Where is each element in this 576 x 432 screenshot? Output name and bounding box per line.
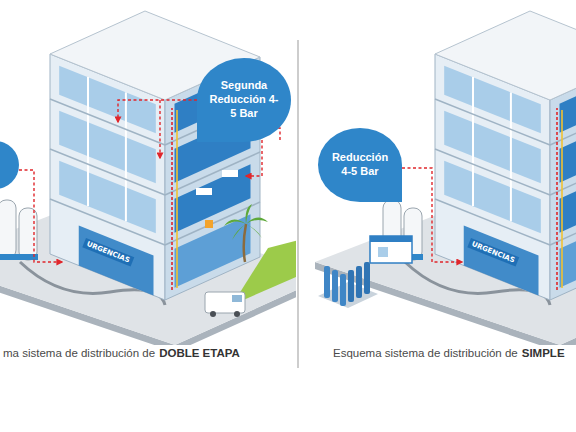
callout-text: Reducción 4-5 Bar: [330, 151, 390, 179]
right-panel: [315, 11, 576, 345]
cylinder-bank: [324, 266, 330, 298]
cylinder-bank: [340, 274, 346, 306]
left-panel: [0, 11, 296, 345]
hospital-building: [315, 11, 576, 345]
manifold-container: [378, 247, 388, 257]
cylinder-bank: [348, 270, 354, 302]
first-reduction-callout: [0, 141, 19, 189]
leader-line: [118, 100, 197, 122]
cylinder-bank: [356, 266, 362, 298]
pressure-callout: Reducción 4-5 Bar: [318, 128, 402, 202]
hospital-building: [0, 11, 296, 345]
entrance-sign: URGENCIAS: [82, 238, 134, 266]
leader-line: [402, 168, 462, 262]
caption-text: Esquema sistema de distribución de: [333, 347, 518, 359]
caption-emphasis: SIMPLE: [522, 347, 565, 359]
cylinder-bank: [332, 270, 338, 302]
manifold-container: [370, 236, 412, 263]
leader-line: [402, 168, 462, 262]
callout-text: Segunda Reducción 4-5 Bar: [209, 79, 279, 120]
caption-emphasis: DOBLE ETAPA: [159, 347, 240, 359]
manifold-container: [370, 236, 412, 263]
leader-line: [159, 100, 160, 158]
panel-divider: [297, 40, 299, 368]
caption-text: ma sistema de distribución de: [3, 347, 155, 359]
entrance-sign: URGENCIAS: [467, 238, 519, 266]
pressure-callout: Segunda Reducción 4-5 Bar: [197, 58, 291, 142]
cylinder-bank: [318, 262, 378, 308]
manifold-container: [370, 236, 412, 242]
cylinder-bank: [364, 262, 370, 294]
leader-line: [246, 140, 262, 176]
leader-line: [19, 170, 62, 262]
caption: Esquema sistema de distribución de SIMPLE: [333, 347, 565, 359]
caption: ma sistema de distribución de DOBLE ETAPA: [3, 347, 240, 359]
